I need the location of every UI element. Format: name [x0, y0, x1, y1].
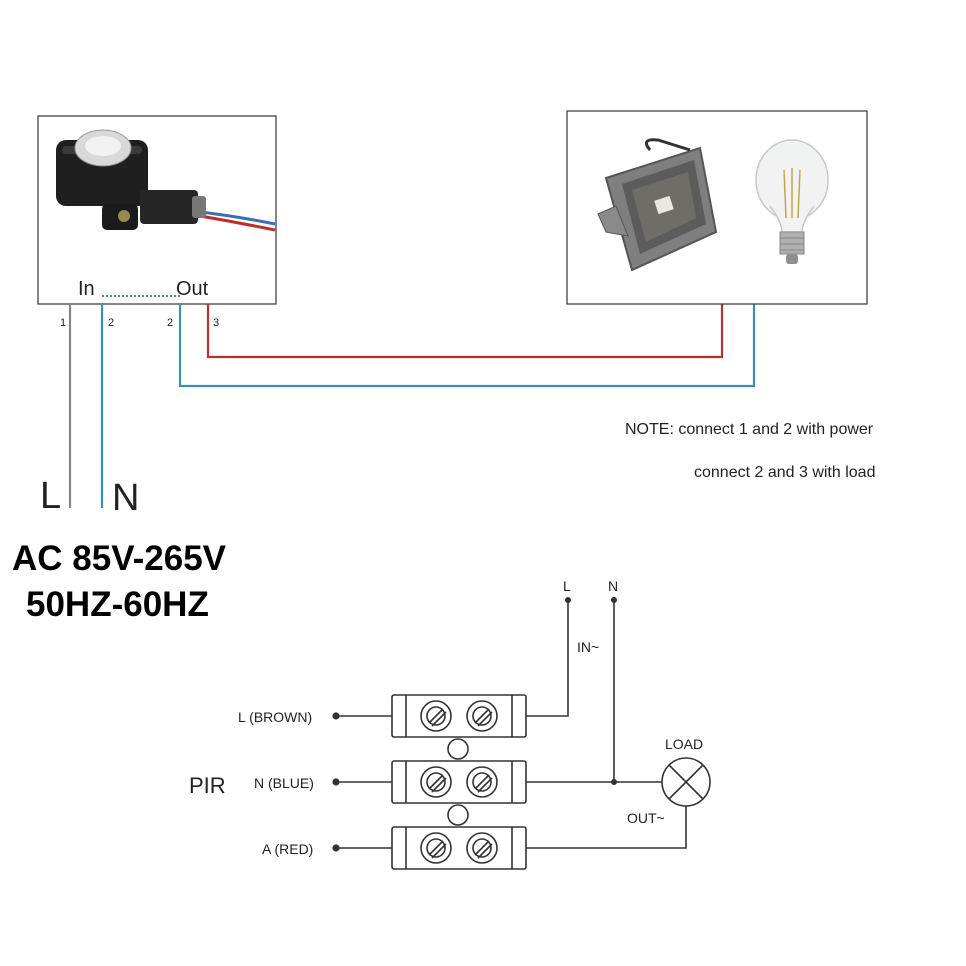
wire-load-red [206, 304, 724, 359]
load-label: LOAD [665, 736, 703, 752]
supply-l-label: L [40, 475, 61, 517]
sensor-in-label: In [78, 278, 95, 300]
l-terminal-dot [565, 597, 571, 603]
terminal-block [391, 694, 527, 870]
floodlight-image [597, 138, 718, 272]
wire-load-blue [178, 304, 756, 388]
n-terminal-dot [611, 597, 617, 603]
pin-number: 3 [213, 317, 219, 329]
supply-n-label: N [112, 477, 139, 519]
pin-number: 2 [167, 317, 173, 329]
sensor-out-label: Out [176, 278, 209, 300]
pir-label: PIR [189, 773, 226, 798]
pin-number: 1 [60, 317, 66, 329]
pin-number: 2 [108, 317, 114, 329]
note-line-1: NOTE: connect 1 and 2 with power [625, 421, 874, 438]
in-label: IN~ [577, 639, 599, 655]
schematic-n-label: N [608, 578, 618, 594]
pir-sensor-image [56, 129, 276, 232]
note-line-2: connect 2 and 3 with load [694, 464, 875, 481]
terminal-row-label-n: N (BLUE) [254, 775, 314, 791]
terminal-left-leads [332, 712, 392, 852]
lamp-symbol-icon [661, 757, 711, 807]
terminal-row-label-a: A (RED) [262, 841, 313, 857]
out-label: OUT~ [627, 810, 665, 826]
light-bulb-image [755, 139, 829, 264]
schematic-l-label: L [563, 578, 571, 594]
terminal-row-label-l: L (BROWN) [238, 709, 312, 725]
supply-voltage: AC 85V-265V [12, 539, 227, 578]
supply-frequency: 50HZ-60HZ [26, 585, 209, 624]
junction-dot [611, 779, 617, 785]
terminal-right-wiring [526, 600, 687, 849]
terminal-screws [420, 700, 498, 864]
